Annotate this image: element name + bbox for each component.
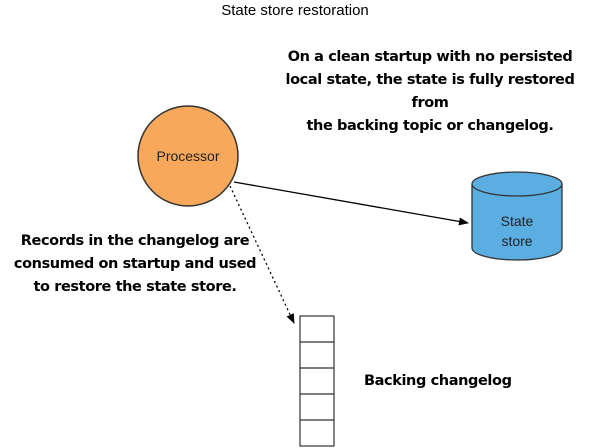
processor-node xyxy=(137,105,239,207)
restore-arrow xyxy=(233,181,469,226)
diagram-title: State store restoration xyxy=(221,2,369,19)
processor-label: Processor xyxy=(156,148,219,164)
backing-changelog-label: Backing changelog xyxy=(364,373,512,389)
consume-arrow xyxy=(229,185,295,324)
backing-changelog-node xyxy=(299,315,335,447)
changelog-consumption-annotation: Records in the changelog are consumed on… xyxy=(13,233,257,295)
state-store-node xyxy=(471,171,563,261)
state-store-label-line2: store xyxy=(501,233,532,249)
state-store-label-line1: State xyxy=(501,213,534,229)
clean-startup-annotation: On a clean startup with no persisted loc… xyxy=(285,49,575,134)
